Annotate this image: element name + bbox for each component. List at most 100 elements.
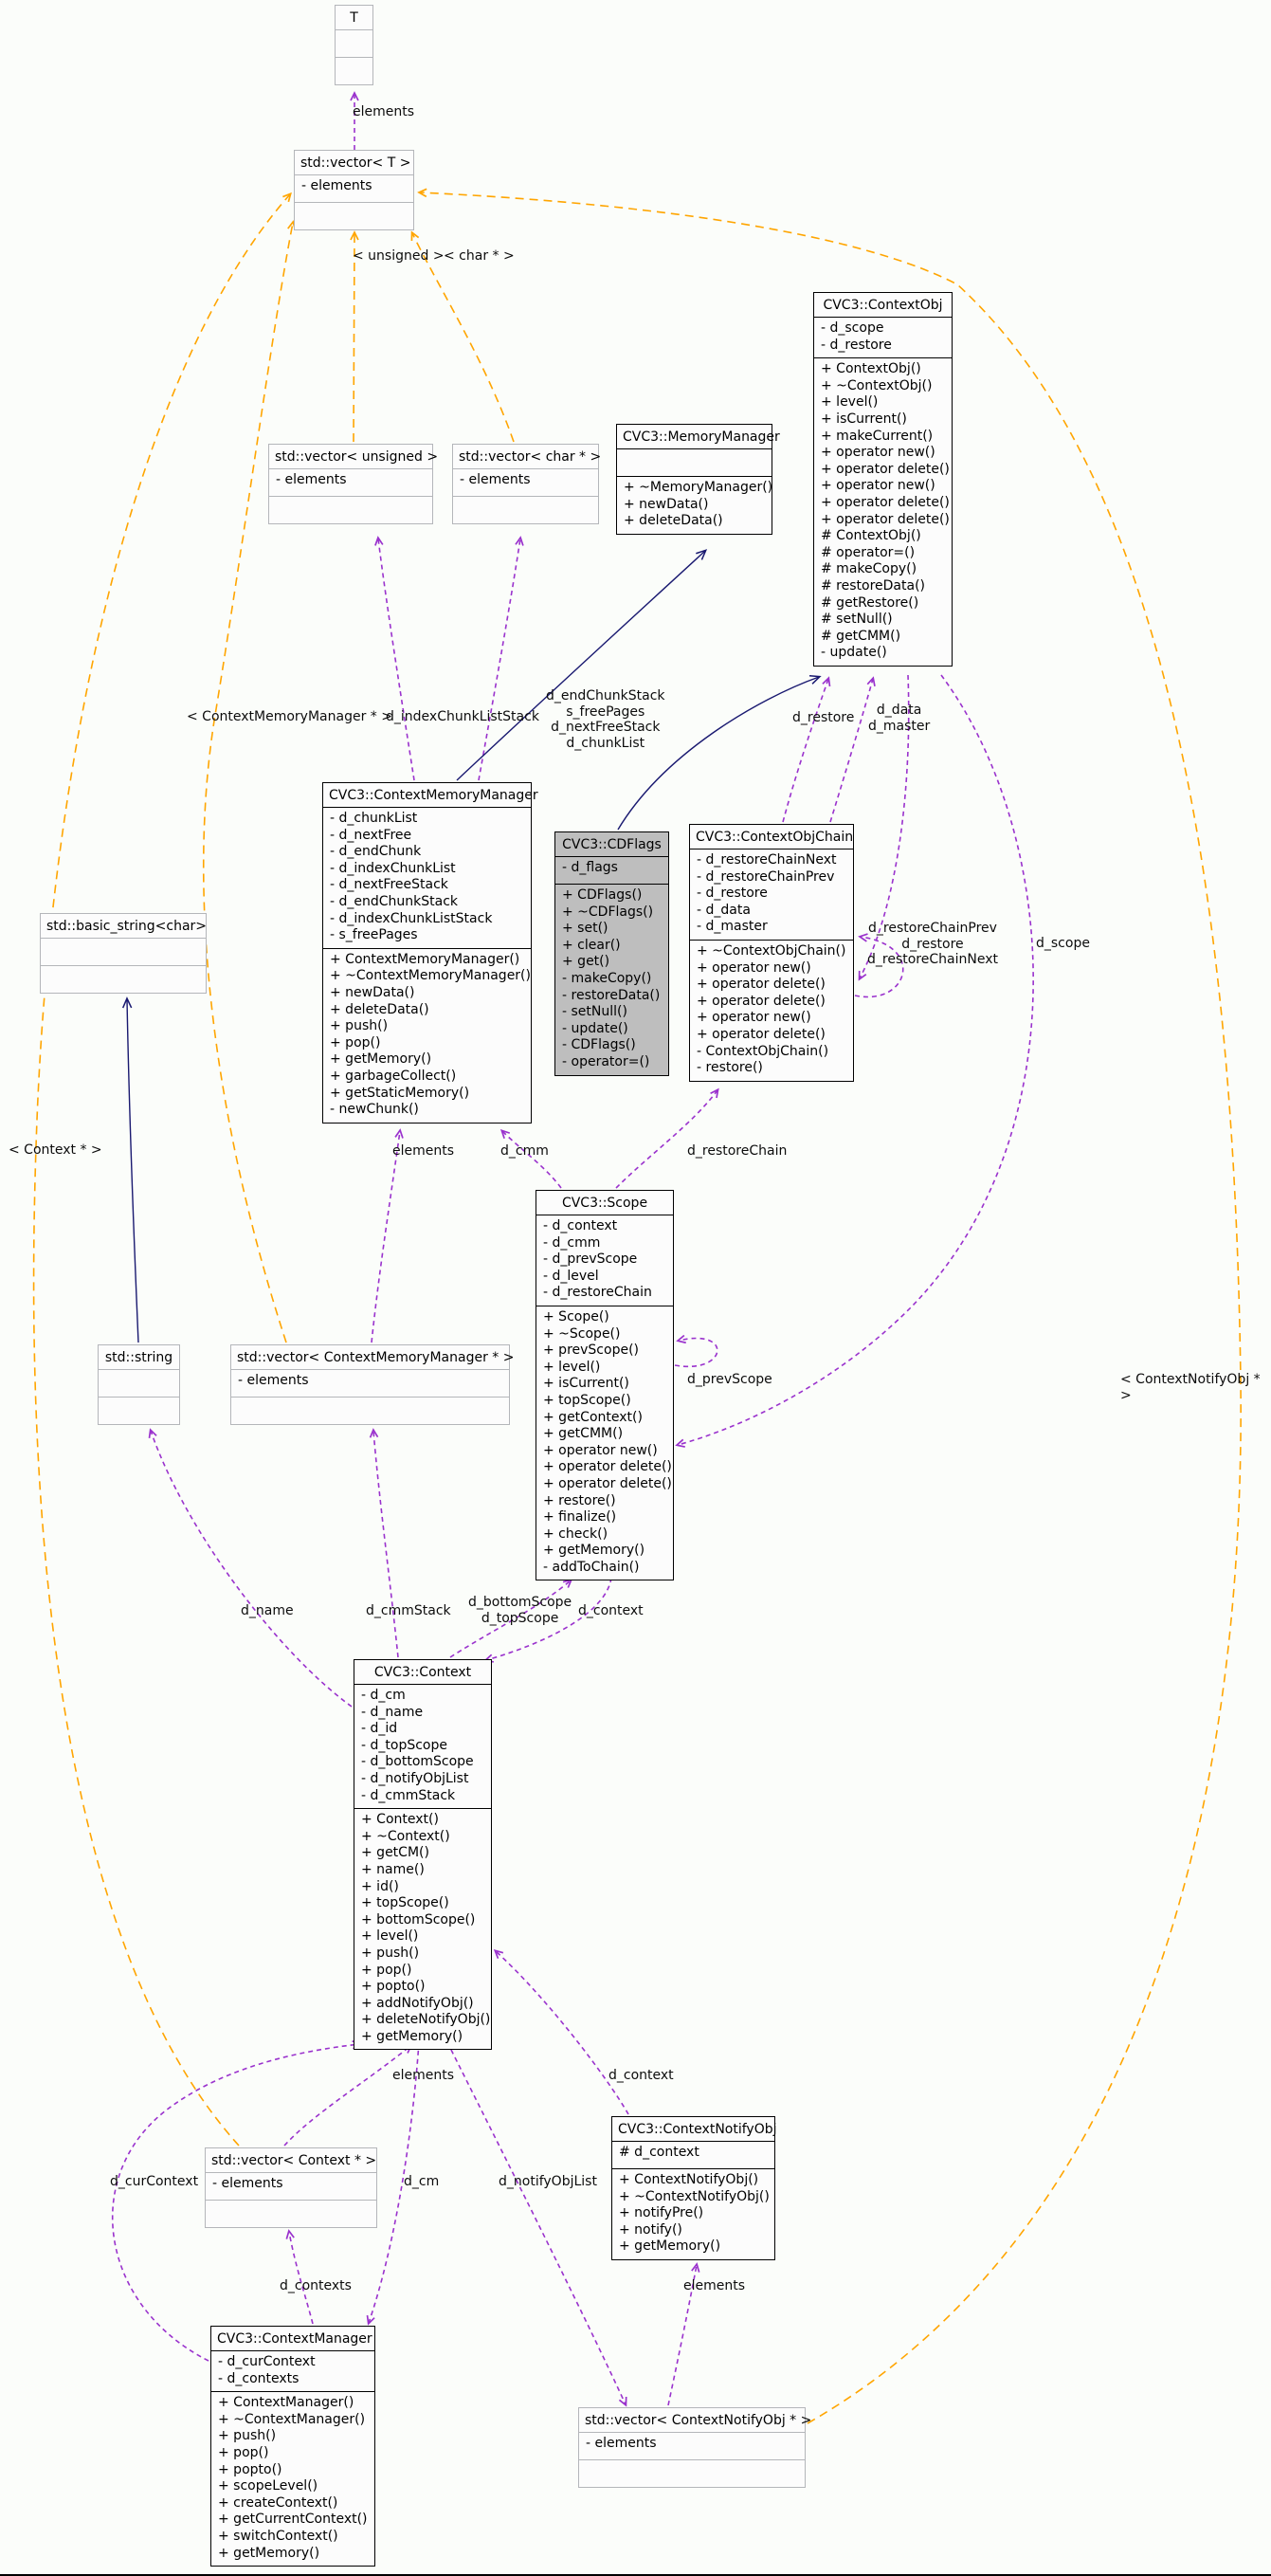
method-row: + getMemory() bbox=[218, 2545, 320, 2561]
attribute-row: - d_contexts bbox=[218, 2370, 300, 2386]
method-row: + addNotifyObj() bbox=[361, 1995, 474, 2011]
class-attributes-basic-string bbox=[41, 938, 206, 965]
class-box-vector-unsigned[interactable]: std::vector< unsigned >- elements bbox=[268, 444, 438, 524]
attribute-row: - d_restore bbox=[821, 337, 892, 353]
class-box-context-notify-obj[interactable]: CVC3::ContextNotifyObj# d_context+ Conte… bbox=[611, 2116, 777, 2260]
class-box-cdflags[interactable]: CVC3::CDFlags- d_flags+ CDFlags()+ ~CDFl… bbox=[554, 831, 669, 1076]
method-row: + ~Scope() bbox=[543, 1325, 621, 1342]
class-methods-context-obj: + ContextObj()+ ~ContextObj()+ level()+ … bbox=[814, 357, 952, 666]
edge-label-cmm-stack-group: d_endChunkStack s_freePages d_nextFreeSt… bbox=[546, 688, 665, 751]
method-row: + popto() bbox=[218, 2461, 282, 2477]
edge-label-d-indexchunkliststack: d_indexChunkListStack bbox=[386, 709, 539, 724]
class-box-context-obj-chain[interactable]: CVC3::ContextObjChain- d_restoreChainNex… bbox=[689, 824, 854, 1082]
class-box-vector-cmm[interactable]: std::vector< ContextMemoryManager * >- e… bbox=[230, 1344, 514, 1425]
method-row: # ContextObj() bbox=[821, 528, 921, 544]
class-box-context-manager[interactable]: CVC3::ContextManager- d_curContext- d_co… bbox=[210, 2326, 375, 2567]
attribute-row: - elements bbox=[460, 472, 531, 487]
method-row: - restore() bbox=[697, 1060, 763, 1076]
method-row: + getMemory() bbox=[361, 2028, 463, 2044]
method-row: + newData() bbox=[624, 496, 709, 512]
edge-d-notifyobjlist bbox=[446, 2041, 627, 2407]
edge-elements-vcmm bbox=[371, 1128, 404, 1343]
class-attributes-t bbox=[336, 29, 372, 57]
edge-label-tmpl-unsigned: < unsigned > bbox=[353, 248, 445, 264]
edge-d-name bbox=[148, 1428, 353, 1708]
method-row: + operator delete() bbox=[697, 977, 826, 993]
method-row: - operator=() bbox=[562, 1053, 650, 1069]
class-title-basic-string: std::basic_string<char> bbox=[46, 919, 208, 934]
class-box-context-memory-manager[interactable]: CVC3::ContextMemoryManager- d_chunkList-… bbox=[322, 782, 538, 1124]
class-attributes-vector-t: - elements bbox=[295, 174, 413, 202]
method-row: + notifyPre() bbox=[619, 2205, 704, 2221]
class-attributes-vector-charp: - elements bbox=[453, 468, 598, 496]
method-row: + operator delete() bbox=[821, 461, 950, 477]
method-row: + getCMM() bbox=[543, 1426, 624, 1442]
class-attributes-string bbox=[99, 1369, 179, 1397]
method-row: - setNull() bbox=[562, 1004, 627, 1020]
class-box-vector-charp[interactable]: std::vector< char * >- elements bbox=[452, 444, 601, 524]
class-box-basic-string[interactable]: std::basic_string<char> bbox=[40, 913, 207, 994]
class-attributes-context: - d_cm- d_name- d_id- d_topScope- d_bott… bbox=[354, 1684, 491, 1808]
edge-label-d-restore: d_restore bbox=[792, 710, 855, 725]
method-row: + notify() bbox=[619, 2221, 682, 2238]
class-methods-vector-t bbox=[295, 202, 413, 229]
class-box-scope[interactable]: CVC3::Scope- d_context- d_cmm- d_prevSco… bbox=[536, 1190, 674, 1581]
method-row: + ContextObj() bbox=[821, 361, 921, 377]
edge-label-tmpl-charp: < char * > bbox=[444, 248, 515, 264]
method-row: - CDFlags() bbox=[562, 1037, 636, 1053]
edge-chunk-stacks bbox=[478, 536, 524, 781]
edge-label-d-contexts: d_contexts bbox=[280, 2278, 352, 2293]
edge-label-scope-group: d_bottomScope d_topScope bbox=[468, 1595, 572, 1626]
class-methods-scope: + Scope()+ ~Scope()+ prevScope()+ level(… bbox=[536, 1305, 673, 1580]
method-row: + operator delete() bbox=[543, 1459, 672, 1475]
method-row: + get() bbox=[562, 954, 610, 970]
method-row: + Scope() bbox=[543, 1308, 609, 1325]
class-attributes-context-obj: - d_scope- d_restore bbox=[814, 317, 952, 357]
class-title-scope: CVC3::Scope bbox=[561, 1196, 648, 1211]
class-box-vector-t[interactable]: std::vector< T >- elements bbox=[294, 150, 414, 230]
method-row: + getMemory() bbox=[543, 1543, 645, 1559]
method-row: + bottomScope() bbox=[361, 1911, 476, 1927]
method-row: + isCurrent() bbox=[821, 411, 907, 427]
edge-label-d-cmmstack: d_cmmStack bbox=[366, 1603, 451, 1618]
attribute-row: - d_master bbox=[697, 919, 768, 935]
attribute-row: - d_cmm bbox=[543, 1234, 601, 1251]
class-methods-basic-string bbox=[41, 965, 206, 993]
class-methods-context: + Context()+ ~Context()+ getCM()+ name()… bbox=[354, 1808, 491, 2049]
class-box-memory-manager[interactable]: CVC3::MemoryManager+ ~MemoryManager()+ n… bbox=[616, 424, 780, 535]
class-box-t[interactable]: T bbox=[335, 5, 373, 85]
method-row: + operator new() bbox=[543, 1442, 658, 1458]
class-methods-memory-manager: + ~MemoryManager()+ newData()+ deleteDat… bbox=[617, 476, 772, 534]
class-box-vector-contextp[interactable]: std::vector< Context * >- elements bbox=[205, 2147, 377, 2228]
edge-label-elements-t: elements bbox=[353, 104, 415, 119]
attribute-row: - d_restoreChainPrev bbox=[697, 868, 835, 885]
class-box-vector-notifyp[interactable]: std::vector< ContextNotifyObj * >- eleme… bbox=[578, 2407, 811, 2488]
class-methods-context-obj-chain: + ~ContextObjChain()+ operator new()+ op… bbox=[690, 939, 853, 1081]
edge-d-scope bbox=[675, 674, 1034, 1448]
method-row: + ~ContextMemoryManager() bbox=[330, 968, 531, 984]
class-box-string[interactable]: std::string bbox=[98, 1344, 180, 1425]
attribute-row: - d_endChunk bbox=[330, 844, 422, 860]
method-row: + pop() bbox=[361, 1962, 412, 1978]
attribute-row: - d_cmmStack bbox=[361, 1787, 456, 1803]
attribute-row: - d_scope bbox=[821, 320, 884, 336]
attribute-row: - d_data bbox=[697, 902, 751, 918]
class-methods-vector-charp bbox=[453, 496, 598, 523]
method-row: + getMemory() bbox=[619, 2238, 721, 2255]
method-row: + name() bbox=[361, 1861, 425, 1877]
class-methods-cdflags: + CDFlags()+ ~CDFlags()+ set()+ clear()+… bbox=[555, 884, 668, 1075]
method-row: # restoreData() bbox=[821, 577, 926, 594]
method-row: + ~ContextManager() bbox=[218, 2411, 366, 2427]
method-row: + set() bbox=[562, 921, 608, 937]
edge-d-indexchunkliststack bbox=[374, 536, 415, 781]
attribute-row: - elements bbox=[212, 2176, 283, 2191]
method-row: + prevScope() bbox=[543, 1343, 639, 1359]
class-box-context[interactable]: CVC3::Context- d_cm- d_name- d_id- d_top… bbox=[354, 1659, 492, 2051]
method-row: + getMemory() bbox=[330, 1051, 432, 1068]
class-attributes-vector-notifyp: - elements bbox=[579, 2432, 805, 2459]
class-box-context-obj[interactable]: CVC3::ContextObj- d_scope- d_restore+ Co… bbox=[813, 292, 953, 667]
attribute-row: - d_endChunkStack bbox=[330, 893, 459, 909]
attribute-row: - d_indexChunkList bbox=[330, 860, 456, 876]
method-row: + Context() bbox=[361, 1812, 439, 1828]
